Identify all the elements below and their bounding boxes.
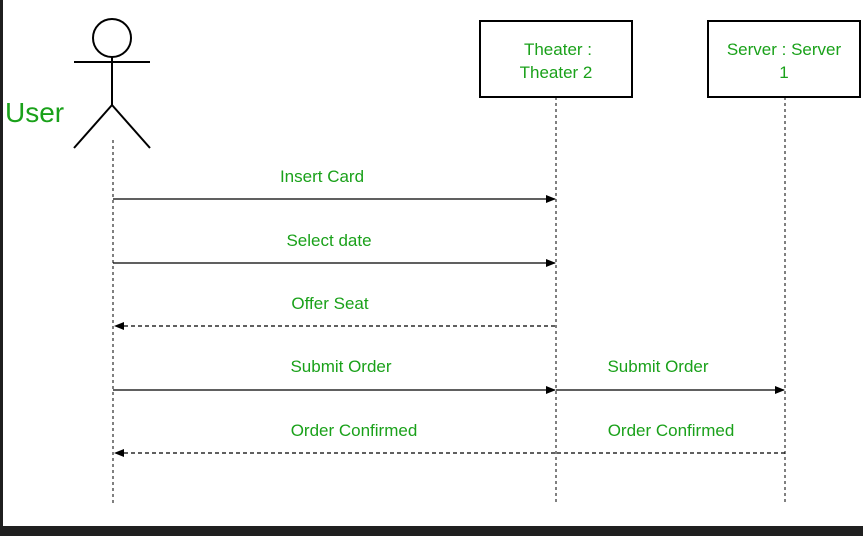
message-label: Order Confirmed xyxy=(608,421,735,440)
left-frame-edge xyxy=(0,0,3,536)
message-offer-seat: Offer Seat xyxy=(114,294,555,330)
message-insert-card: Insert Card xyxy=(113,167,556,203)
actor-head xyxy=(92,18,132,58)
message-label: Offer Seat xyxy=(291,294,368,313)
server-box xyxy=(707,20,861,98)
actor-label: User xyxy=(5,97,64,128)
theater-box xyxy=(479,20,633,98)
theater-label-line2: Theater 2 xyxy=(520,63,593,82)
theater-lifeline-head: Theater : Theater 2 xyxy=(479,20,633,98)
message-submit-order-1: Submit Order xyxy=(113,357,556,394)
actor-right-leg xyxy=(111,104,151,149)
sequence-diagram: User Theater : Theater 2 Server : Server… xyxy=(5,18,861,505)
server-lifeline-head: Server : Server 1 xyxy=(707,20,861,98)
diagram-canvas: User Theater : Theater 2 Server : Server… xyxy=(3,0,863,526)
server-label-line1: Server : Server xyxy=(727,40,842,59)
message-order-confirmed-1: Order Confirmed xyxy=(114,421,555,457)
message-label: Insert Card xyxy=(280,167,364,186)
server-label-line2: 1 xyxy=(779,63,788,82)
actor-left-leg xyxy=(73,104,113,149)
message-submit-order-2: Submit Order xyxy=(556,357,785,394)
message-order-confirmed-2: Order Confirmed xyxy=(556,421,785,454)
user-actor: User xyxy=(5,18,151,149)
message-select-date: Select date xyxy=(113,231,556,267)
theater-label-line1: Theater : xyxy=(524,40,592,59)
message-label: Select date xyxy=(286,231,371,250)
message-label: Submit Order xyxy=(290,357,391,376)
message-label: Order Confirmed xyxy=(291,421,418,440)
message-label: Submit Order xyxy=(607,357,708,376)
bottom-frame-edge xyxy=(0,526,863,536)
